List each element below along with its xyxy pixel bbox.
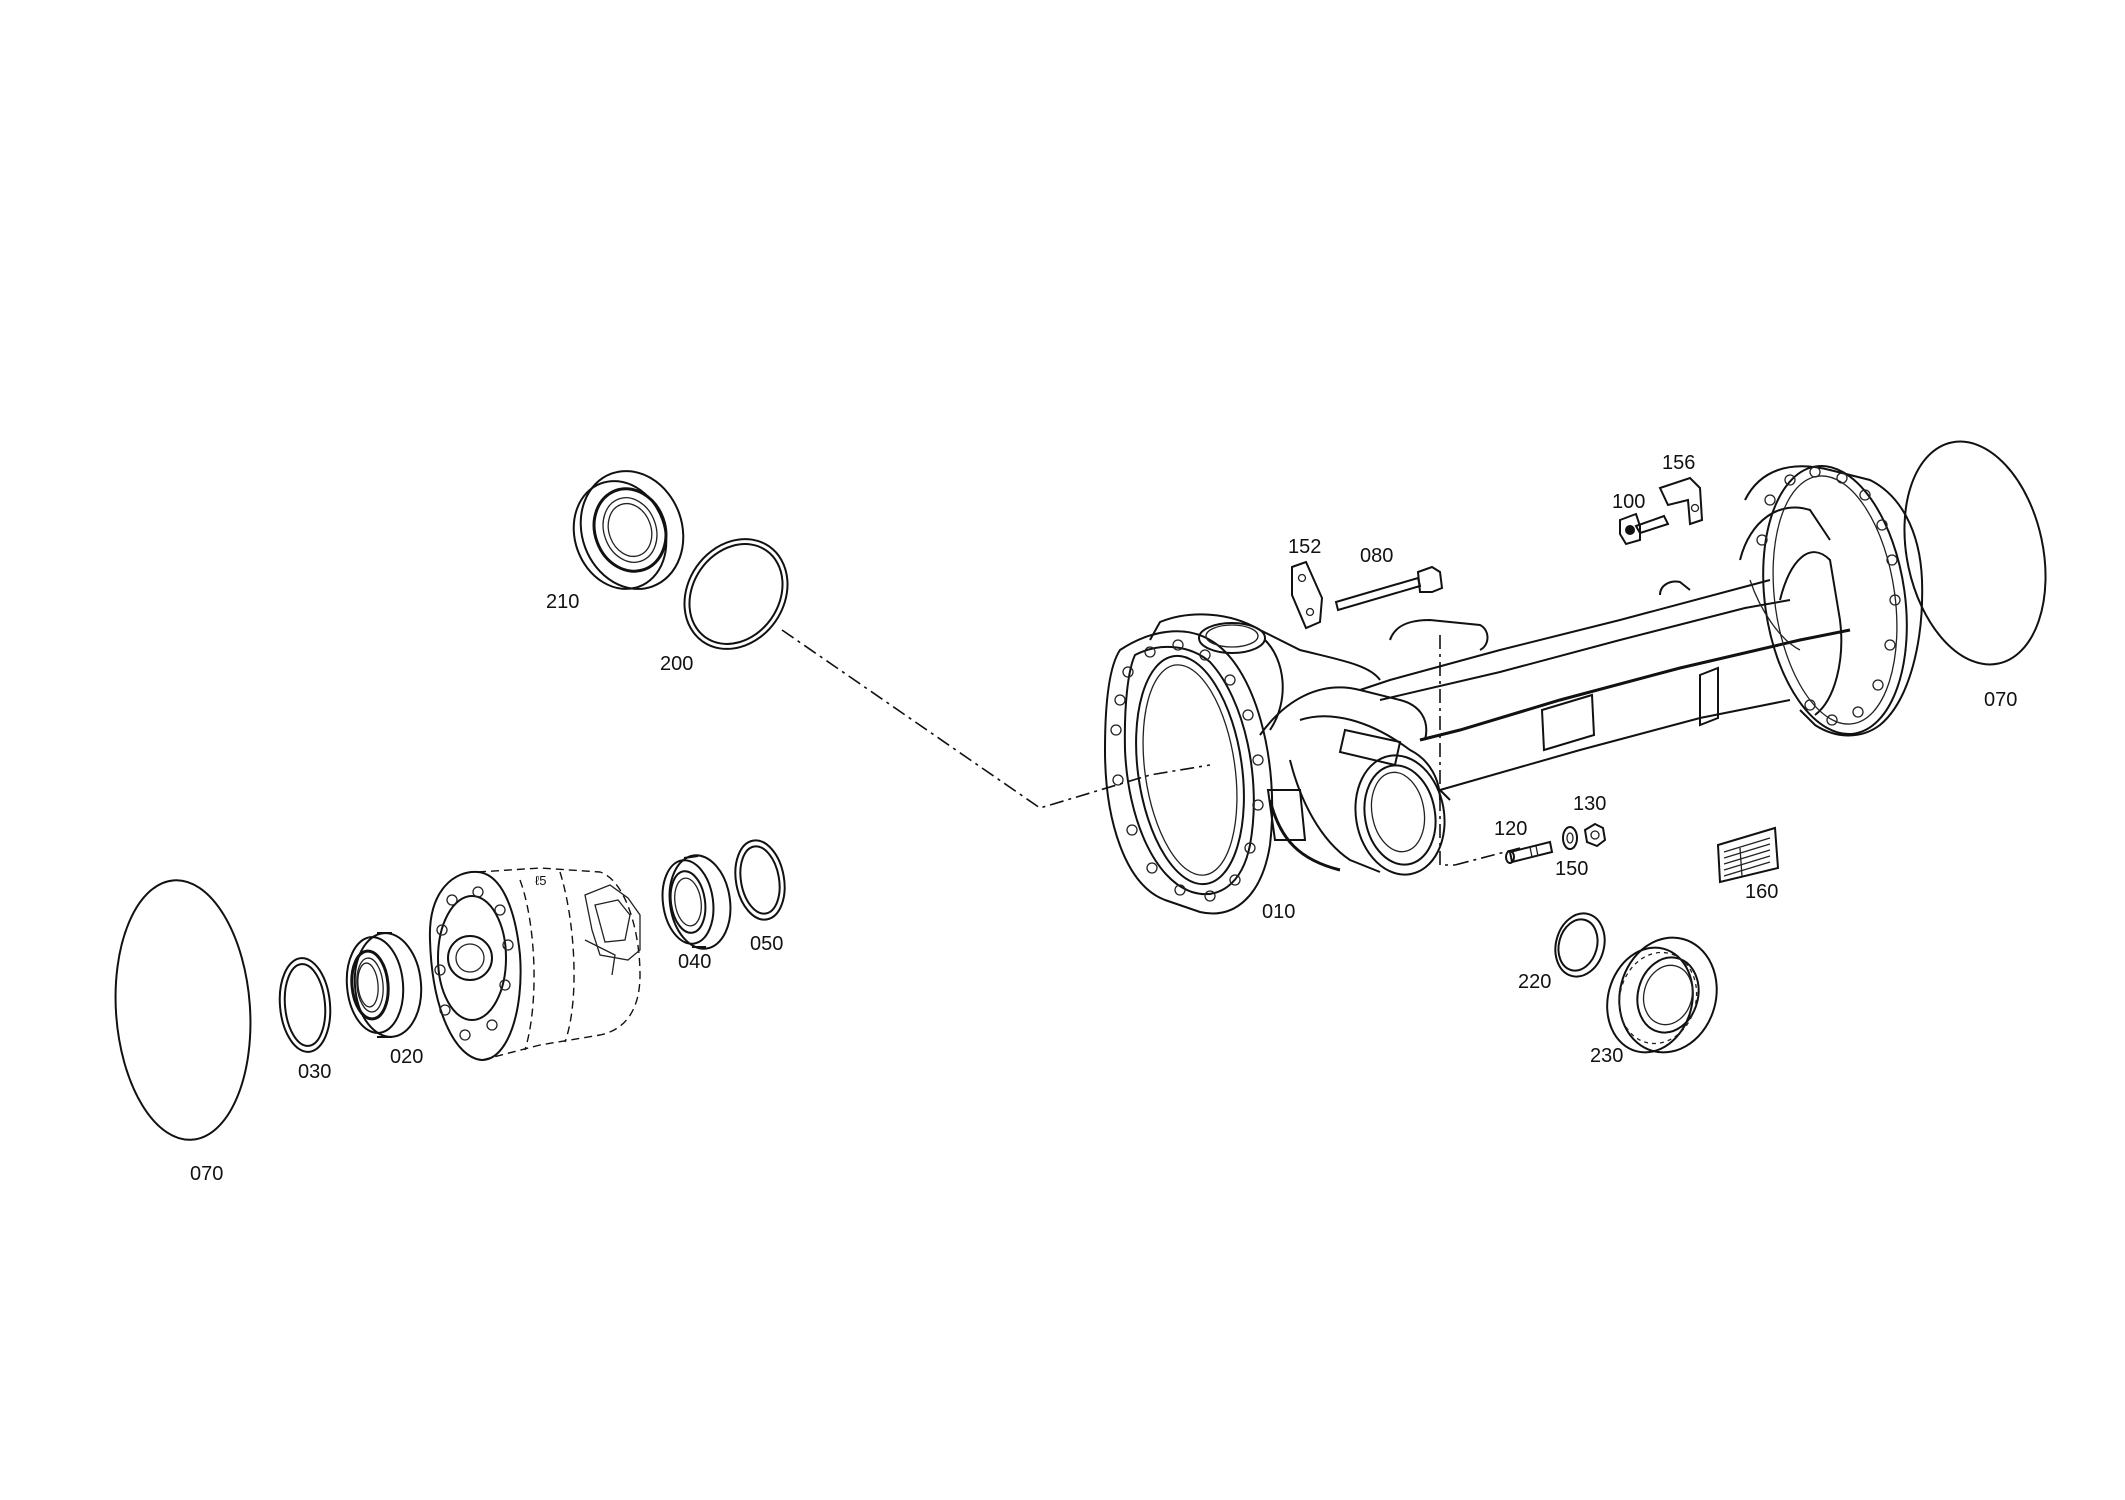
- bracket-152: [1291, 560, 1324, 630]
- label-150: 150: [1555, 858, 1588, 880]
- bracket-156: [1658, 476, 1704, 526]
- label-200: 200: [660, 653, 693, 675]
- bolt-100: [1619, 512, 1670, 546]
- plate-160: [1716, 826, 1780, 884]
- label-152: 152: [1288, 536, 1321, 558]
- label-010: 010: [1262, 901, 1295, 923]
- label-160: 160: [1745, 881, 1778, 903]
- label-070-right: 070: [1984, 689, 2017, 711]
- label-020: 020: [390, 1046, 423, 1068]
- label-030: 030: [298, 1061, 331, 1083]
- ring-220: [1554, 912, 1606, 978]
- bearing-020: [345, 932, 423, 1038]
- label-040: 040: [678, 951, 711, 973]
- label-100: 100: [1612, 491, 1645, 513]
- flange-bolt-holes: [1110, 639, 1264, 902]
- right-flange-bolt-holes: [1756, 466, 1901, 726]
- o-ring-070-left: [114, 879, 252, 1141]
- bolt-080: [1334, 565, 1444, 612]
- label-050: 050: [750, 933, 783, 955]
- nut-130: [1583, 822, 1607, 848]
- bearing-230: [1606, 936, 1718, 1054]
- ring-200: [683, 538, 789, 650]
- axle-housing-010: [1103, 464, 1924, 915]
- label-070-left: 070: [190, 1163, 223, 1185]
- label-120: 120: [1494, 818, 1527, 840]
- label-220: 220: [1518, 971, 1551, 993]
- label-156: 156: [1662, 452, 1695, 474]
- o-ring-070-right: [1903, 440, 2047, 666]
- bearing-040: [661, 854, 732, 950]
- label-210: 210: [546, 591, 579, 613]
- washer-150: [1562, 826, 1578, 850]
- stud-120: [1505, 840, 1554, 864]
- differential-assembly: ℓ5: [428, 867, 641, 1062]
- label-230: 230: [1590, 1045, 1623, 1067]
- label-080: 080: [1360, 545, 1393, 567]
- label-130: 130: [1573, 793, 1606, 815]
- svg-text:ℓ5: ℓ5: [535, 873, 546, 888]
- bearing-210: [572, 470, 685, 590]
- ring-030: [278, 957, 332, 1053]
- ring-050: [734, 839, 786, 921]
